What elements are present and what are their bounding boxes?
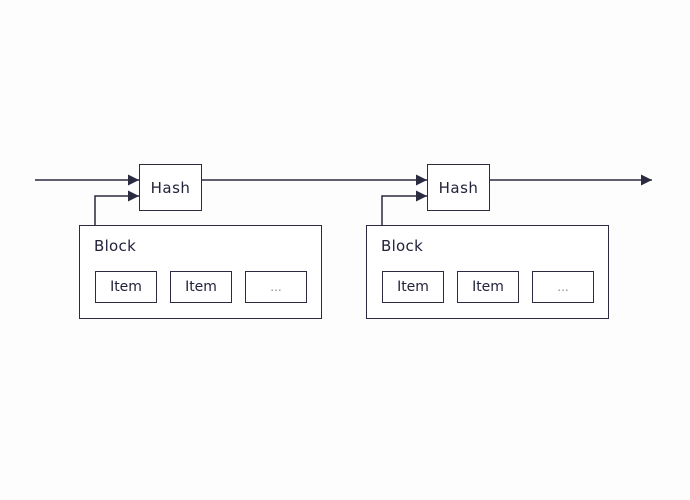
block1-to-hash1-arrow [94, 190, 139, 226]
hash-box-2: Hash [427, 164, 490, 211]
item-label: Item [397, 279, 429, 295]
block-title: Block [94, 237, 137, 255]
item-box: Item [382, 271, 444, 303]
item-label: Item [185, 279, 217, 295]
block2-to-hash2-arrow [381, 190, 427, 226]
hash-box-1: Hash [139, 164, 202, 211]
hash-label: Hash [438, 178, 479, 197]
block-box-1: Block Item Item ... [79, 225, 322, 319]
item-label: Item [110, 279, 142, 295]
item-label: ... [557, 280, 569, 294]
item-label: ... [270, 280, 282, 294]
block-title: Block [381, 237, 424, 255]
item-box-ellipsis: ... [245, 271, 307, 303]
block-box-2: Block Item Item ... [366, 225, 609, 319]
item-box: Item [457, 271, 519, 303]
hash-label: Hash [150, 178, 191, 197]
item-label: Item [472, 279, 504, 295]
item-box: Item [95, 271, 157, 303]
item-box-ellipsis: ... [532, 271, 594, 303]
item-box: Item [170, 271, 232, 303]
